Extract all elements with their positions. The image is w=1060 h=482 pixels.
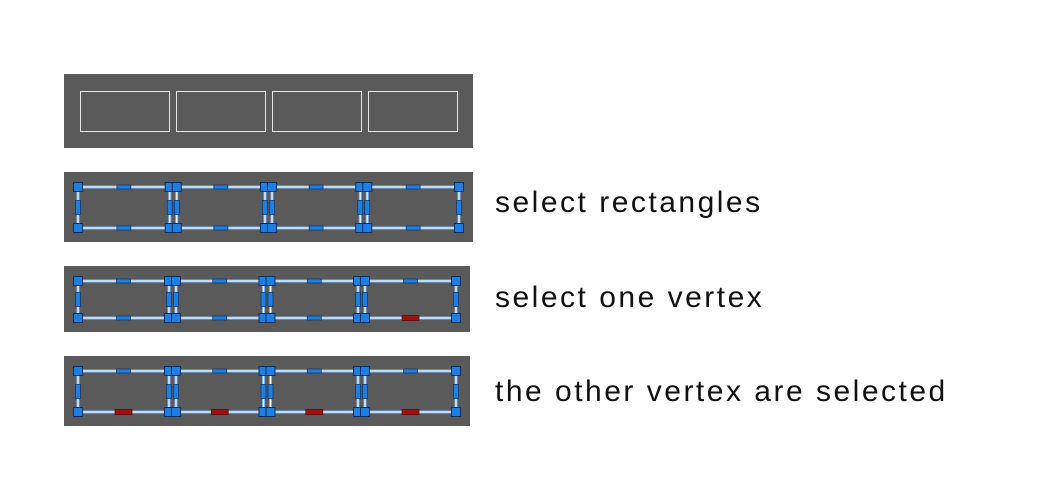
edge-handle-left-1	[173, 200, 180, 215]
vertex-handle-tl3	[362, 182, 373, 192]
vertex-handle-bl1	[171, 407, 181, 417]
vertex-handle-tr3	[454, 182, 464, 192]
edge-handle-bottom-0	[116, 315, 131, 321]
vertex-handle-br3	[451, 407, 461, 417]
edge-handle-bottom-3	[405, 225, 421, 231]
edge-handle-left-1	[173, 384, 179, 399]
vertex-handle-br3	[454, 223, 464, 233]
rectangle-outline-2	[272, 91, 362, 132]
edge-handle-top-3	[403, 368, 418, 374]
edge-handle-left-2	[267, 292, 274, 307]
edge-handle-left-0	[75, 200, 81, 215]
vertex-handle-tl3	[360, 276, 370, 286]
vertex-handle-tl0	[73, 182, 83, 192]
diagram-select-one-vertex	[73, 276, 461, 323]
edge-handle-top-1	[212, 278, 228, 284]
diagram-original-rectangles	[80, 91, 458, 132]
vertex-handle-bl0	[73, 313, 83, 323]
highlighted-vertex-0	[114, 409, 133, 415]
vertex-handle-bl3	[362, 223, 373, 233]
edge-handle-left-2	[267, 384, 274, 399]
caption-select-one-vertex: select one vertex	[495, 281, 765, 314]
vertex-handle-tl1	[171, 366, 181, 376]
edge-handle-left-2	[269, 200, 275, 215]
highlighted-vertex-3	[401, 409, 420, 415]
edge-handle-left-3	[364, 200, 371, 215]
panel-other-vertex-selected	[64, 356, 470, 426]
rectangle-outline-3	[368, 91, 458, 132]
edge-handle-left-0	[75, 292, 81, 307]
edge-handle-top-0	[116, 368, 131, 374]
edge-handle-bottom-2	[308, 225, 324, 231]
vertex-handle-bl3	[360, 407, 370, 417]
highlighted-vertex-3	[401, 315, 420, 321]
edge-handle-top-2	[308, 184, 324, 190]
panel-select-rectangles	[64, 172, 473, 242]
panel-original-rectangles	[64, 74, 473, 148]
diagram-other-vertex-selected	[73, 366, 461, 417]
vertex-handle-bl0	[73, 407, 83, 417]
edge-handle-top-0	[116, 184, 132, 190]
vertex-handle-tl0	[73, 276, 83, 286]
vertex-handle-bl2	[265, 313, 276, 323]
vertex-handle-br3	[451, 313, 461, 323]
edge-handle-right-0	[166, 200, 173, 215]
edge-handle-bottom-1	[212, 315, 228, 321]
edge-handle-top-3	[405, 184, 421, 190]
highlighted-vertex-1	[210, 409, 229, 415]
panel-select-one-vertex	[64, 266, 470, 332]
edge-handle-right-2	[357, 200, 364, 215]
edge-handle-bottom-2	[306, 315, 322, 321]
edge-handle-right-1	[260, 292, 267, 307]
caption-select-rectangles: select rectangles	[495, 186, 763, 219]
edge-handle-bottom-0	[116, 225, 132, 231]
vertex-handle-bl1	[171, 313, 181, 323]
highlighted-vertex-2	[305, 409, 324, 415]
edge-handle-top-2	[306, 278, 322, 284]
edge-handle-top-2	[306, 368, 322, 374]
edge-handle-top-1	[213, 184, 229, 190]
edge-handle-right-3	[453, 292, 459, 307]
edge-handle-left-1	[173, 292, 179, 307]
rectangle-outline-0	[80, 91, 170, 132]
edge-handle-right-3	[456, 200, 462, 215]
vertex-handle-bl3	[360, 313, 370, 323]
edge-handle-bottom-1	[213, 225, 229, 231]
vertex-handle-tl1	[171, 182, 182, 192]
edge-handle-top-1	[212, 368, 228, 374]
edge-handle-top-3	[403, 278, 418, 284]
edge-handle-top-0	[116, 278, 131, 284]
edge-handle-left-3	[362, 384, 368, 399]
rectangle-outline-1	[176, 91, 266, 132]
vertex-handle-tl2	[265, 366, 276, 376]
vertex-handle-tl1	[171, 276, 181, 286]
vertex-handle-tl0	[73, 366, 83, 376]
edge-handle-right-0	[166, 384, 172, 399]
diagram-select-rectangles	[73, 182, 464, 233]
edge-handle-right-1	[260, 384, 267, 399]
caption-other-vertex-selected: the other vertex are selected	[495, 375, 948, 408]
vertex-handle-tl3	[360, 366, 370, 376]
edge-handle-right-0	[166, 292, 172, 307]
edge-handle-right-2	[355, 384, 361, 399]
edge-handle-right-3	[453, 384, 459, 399]
vertex-handle-bl2	[267, 223, 277, 233]
vertex-handle-tr3	[451, 366, 461, 376]
vertex-handle-tr3	[451, 276, 461, 286]
vertex-handle-bl1	[171, 223, 182, 233]
edge-handle-left-0	[75, 384, 81, 399]
vertex-handle-bl2	[265, 407, 276, 417]
edge-handle-right-1	[262, 200, 268, 215]
edge-handle-left-3	[362, 292, 368, 307]
edge-handle-right-2	[355, 292, 361, 307]
vertex-handle-bl0	[73, 223, 83, 233]
vertex-handle-tl2	[267, 182, 277, 192]
vertex-handle-tl2	[265, 276, 276, 286]
